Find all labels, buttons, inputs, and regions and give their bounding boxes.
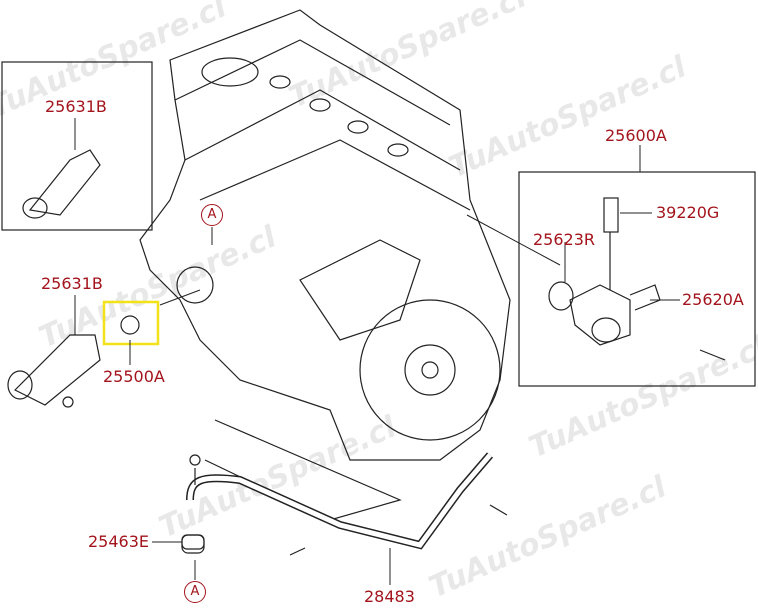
inset-box (518, 171, 756, 387)
part-label-25631B[interactable]: 25631B (45, 97, 107, 116)
engine-block (139, 9, 511, 461)
part-label-25500A[interactable]: 25500A (103, 367, 165, 386)
inset-box (1, 61, 153, 231)
reference-marker-a: A (184, 581, 206, 603)
part-label-25631B[interactable]: 25631B (41, 274, 103, 293)
part-label-25620A[interactable]: 25620A (682, 290, 744, 309)
part-label-28483[interactable]: 28483 (364, 587, 415, 606)
part-label-25600A[interactable]: 25600A (605, 126, 667, 145)
reference-marker-a: A (201, 204, 223, 226)
highlight-box (102, 300, 160, 346)
part-label-25623R[interactable]: 25623R (533, 230, 596, 249)
part-label-25463E[interactable]: 25463E (88, 532, 150, 551)
part-label-39220G[interactable]: 39220G (656, 203, 720, 222)
